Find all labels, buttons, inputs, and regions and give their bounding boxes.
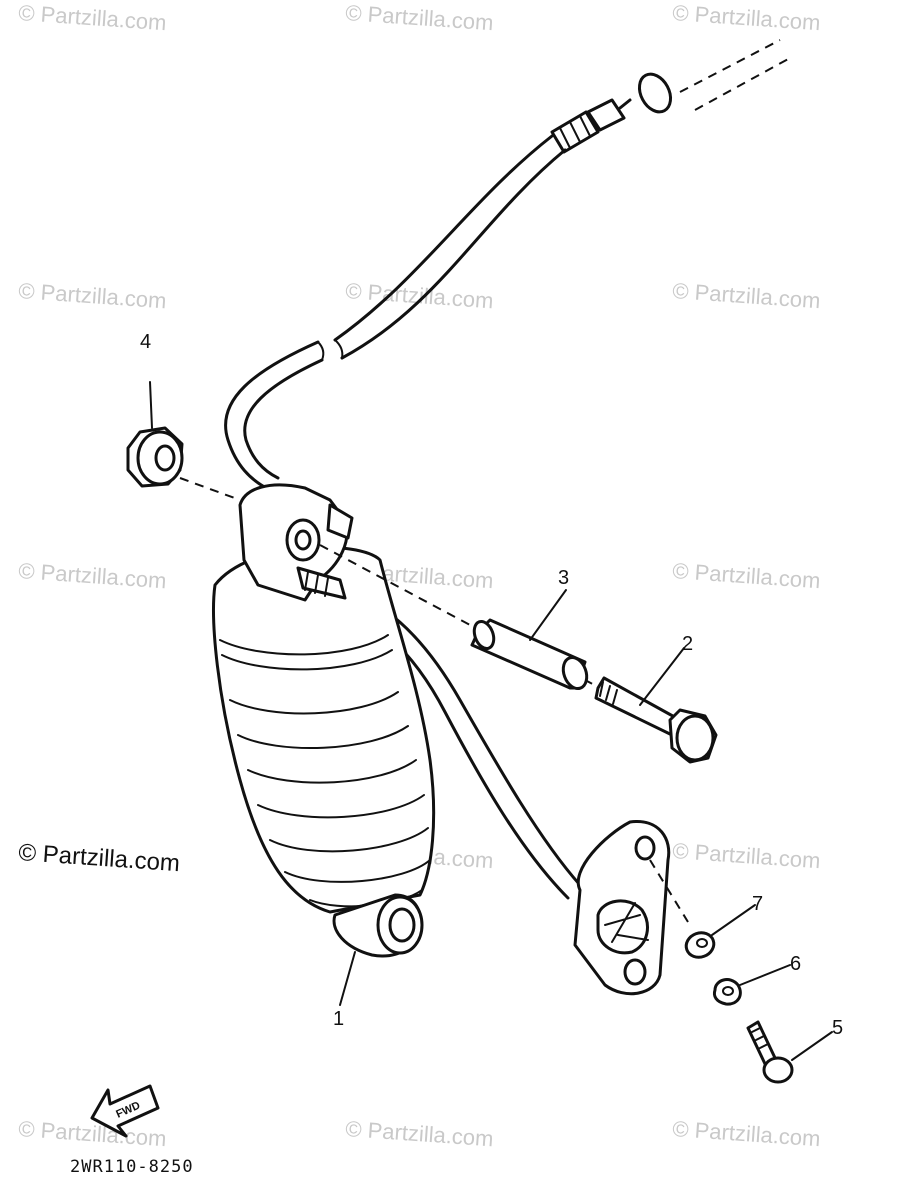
callout-5: 5 bbox=[832, 1017, 843, 1039]
fwd-arrow-icon: FWD bbox=[90, 1084, 160, 1138]
reservoir-bracket bbox=[573, 820, 689, 996]
partzilla-watermark: © Partzilla.com bbox=[18, 839, 181, 877]
callout-2: 2 bbox=[682, 633, 693, 655]
part-1-shock-absorber bbox=[212, 483, 601, 958]
callout-3: 3 bbox=[558, 567, 569, 589]
part-4-nut bbox=[126, 381, 241, 501]
watermark: © Partzilla.com bbox=[18, 278, 168, 313]
watermark: © Partzilla.com bbox=[18, 0, 168, 35]
watermark: © Partzilla.com bbox=[345, 278, 495, 313]
remote-hose bbox=[224, 134, 567, 492]
callout-4: 4 bbox=[140, 331, 151, 353]
part-5-screw bbox=[746, 1020, 833, 1084]
watermark: © Partzilla.com bbox=[345, 1116, 495, 1151]
watermark: © Partzilla.com bbox=[672, 0, 822, 35]
watermark-layer: © Partzilla.com © Partzilla.com © Partzi… bbox=[18, 0, 822, 1151]
callout-7: 7 bbox=[752, 893, 763, 915]
watermark: © Partzilla.com bbox=[345, 0, 495, 35]
part-1-leader bbox=[339, 951, 356, 1006]
diagram-code: 2WR110-8250 bbox=[70, 1157, 194, 1177]
part-2-bolt bbox=[594, 647, 718, 764]
part-3-collar bbox=[470, 589, 589, 690]
part-7-washer bbox=[684, 904, 756, 959]
watermark: © Partzilla.com bbox=[18, 558, 168, 593]
part-6-lock-washer bbox=[712, 964, 791, 1006]
watermark: © Partzilla.com bbox=[18, 1116, 168, 1151]
watermark: © Partzilla.com bbox=[672, 278, 822, 313]
callout-6: 6 bbox=[790, 953, 801, 975]
hose-top-connector bbox=[550, 39, 791, 154]
watermark: © Partzilla.com bbox=[672, 1116, 822, 1151]
callout-1: 1 bbox=[333, 1008, 344, 1030]
watermark: © Partzilla.com bbox=[672, 558, 822, 593]
watermark: © Partzilla.com bbox=[672, 838, 822, 873]
